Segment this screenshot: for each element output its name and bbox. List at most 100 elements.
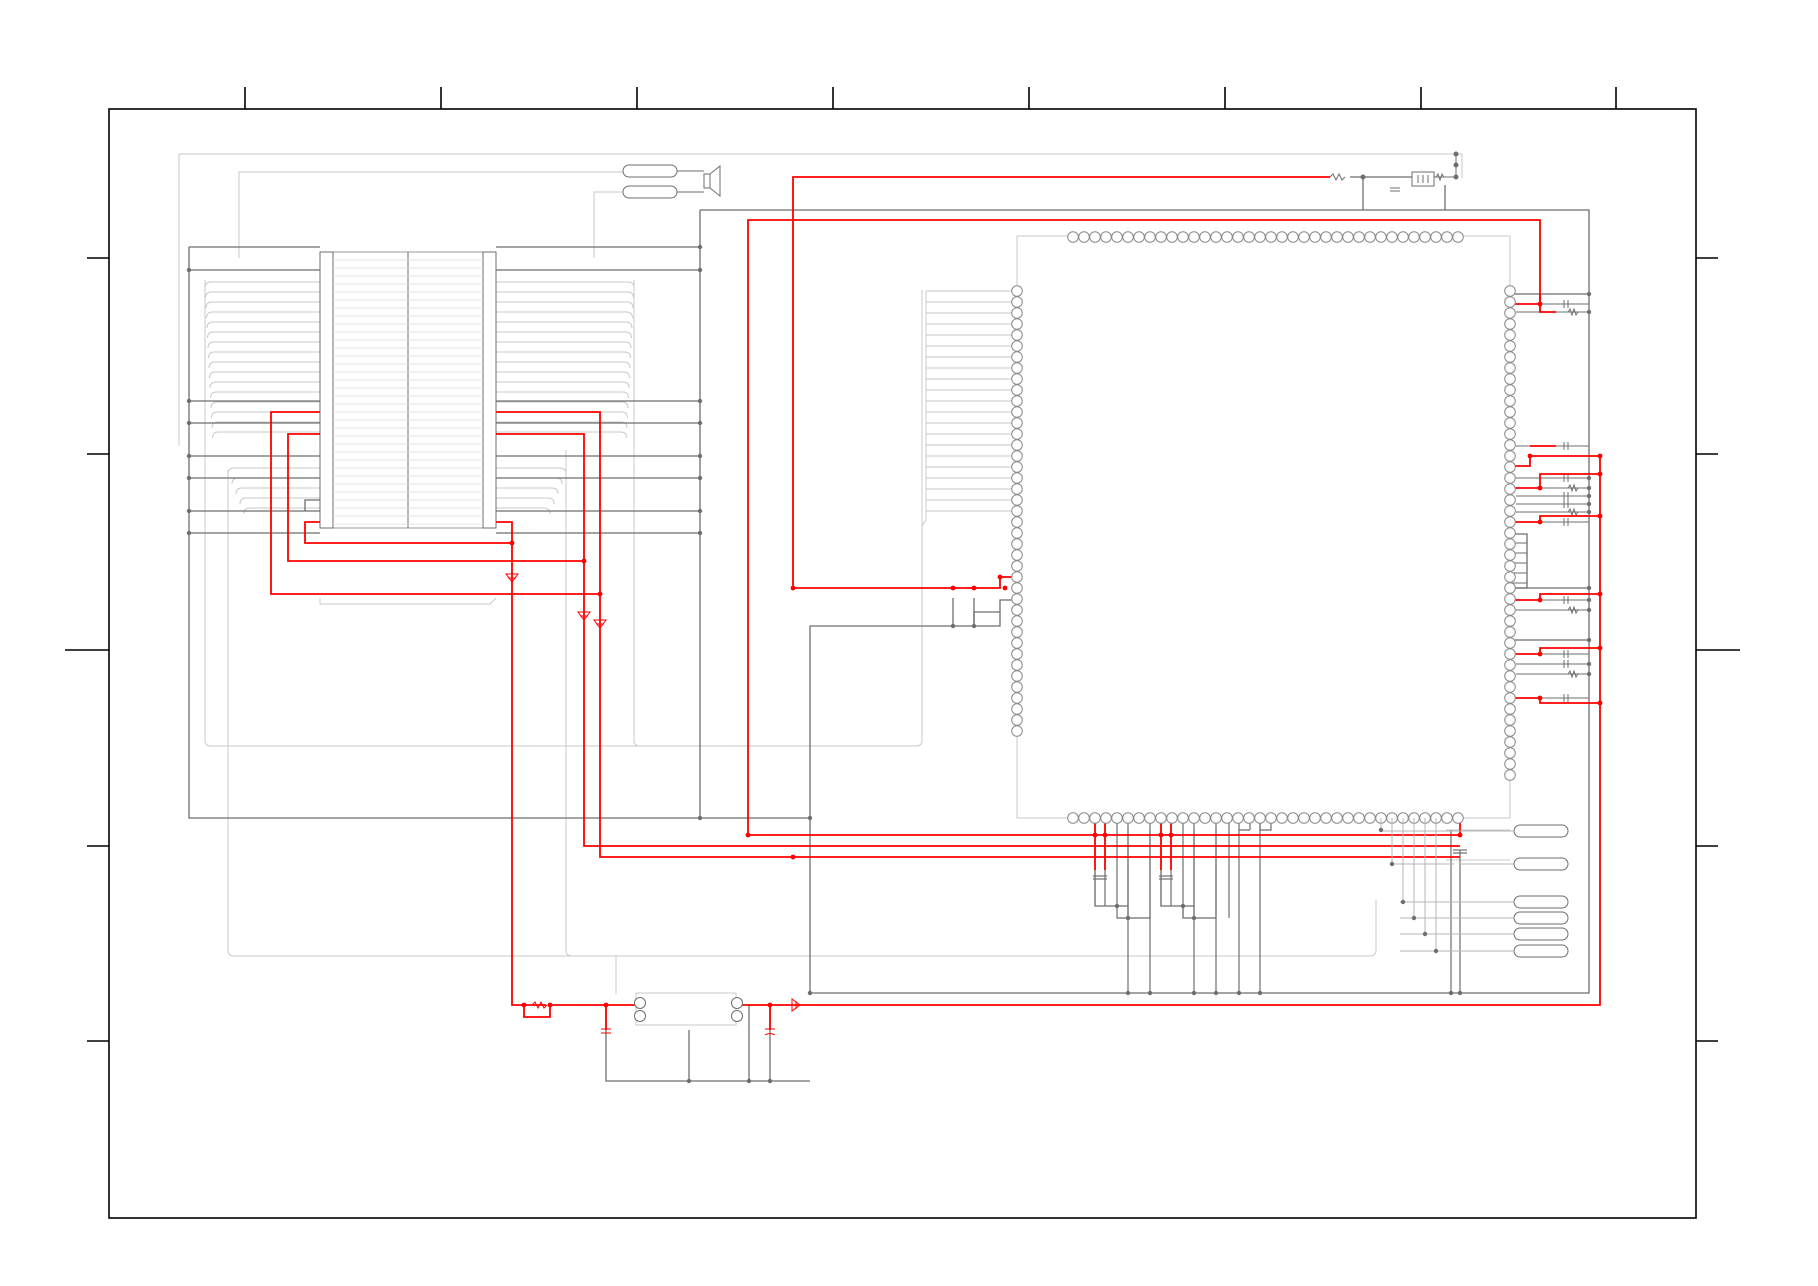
faint-wire-ic-outline-left [1016,236,1510,819]
pin-circle-icon [1011,406,1023,418]
junction-dot [950,623,956,629]
junction-dot [1400,899,1406,905]
harness-trace-left [205,291,320,299]
pin-circle-icon [1276,231,1288,243]
pin-circle-icon [1011,373,1023,385]
pin-circle-icon [1166,812,1178,824]
pin-circle-icon [1011,604,1023,616]
junction-dot [581,558,587,564]
junction-dot [1236,990,1242,996]
pin-circle-icon [1100,231,1112,243]
pin-circle-icon [1504,593,1516,605]
faint-bottom-bus [319,597,497,605]
jack-top [622,164,678,178]
junction-dot [1457,990,1463,996]
resistor-icon [1567,605,1579,615]
faint-wire-ic-outline-top [1017,235,1511,818]
red-net-right-1 [1510,455,1600,467]
red-net-ic-left [793,576,1017,589]
pin-circle-icon [1504,538,1516,550]
pin-circle-icon [1504,747,1516,759]
junction-dot [1586,661,1592,667]
pin-circle-icon [1011,428,1023,440]
pin-circle-icon [1067,231,1079,243]
junction-dot [1180,903,1186,909]
pin-circle-icon [1342,812,1354,824]
junction-dot [1537,651,1543,657]
harness-trace-lower-right [496,467,567,475]
pin-circle-icon [1504,285,1516,297]
red-net-top-2 [747,219,1541,835]
pin-circle-icon [1011,318,1023,330]
pin-circle-icon [1331,812,1343,824]
pin-circle-icon [1011,417,1023,429]
pin-circle-icon [1287,231,1299,243]
pin-circle-icon [1011,340,1023,352]
junction-dot [686,1078,692,1084]
pin-circle-icon [1504,516,1516,528]
faint-loop-large-right [633,280,641,747]
harness-trace-left [205,301,320,309]
pin-circle-icon [1504,318,1516,330]
junction-dot [971,585,977,591]
pin-circle-icon [1011,593,1023,605]
junction-dot [1125,915,1131,921]
pin-circle-icon [1011,549,1023,561]
harness-trace-right [496,431,627,439]
junction-dot [1597,453,1603,459]
capacitor-icon [601,1028,611,1034]
pin-circle-icon [1331,231,1343,243]
harness-trace-right [496,331,632,339]
fanout-spine [921,291,927,527]
pill-connector [1513,857,1569,871]
harness-trace-right [496,401,629,409]
faint-wiring [178,153,1511,1026]
red-net-drop-2 [583,561,1460,847]
pin-circle-icon [1441,231,1453,243]
faint-loop-large-left [204,280,923,747]
red-net-right-3 [1510,473,1600,489]
pin-circle-icon [1504,417,1516,429]
bottom-right-connectors [1513,824,1569,958]
pin-circle-icon [1011,571,1023,583]
junction-dot [1422,931,1428,937]
junction-dot [1586,671,1592,677]
pin-circle-icon [1232,812,1244,824]
junction-dot [1597,513,1603,519]
junction-dot [1114,903,1120,909]
harness-loops [204,281,635,515]
junction-dot [186,267,192,273]
pin-circle-icon [1504,637,1516,649]
pin-circle-icon [1011,615,1023,627]
resistor-icon [1567,507,1579,517]
harness-trace-right [496,371,630,379]
connector-left-rail [319,251,334,529]
junction-dot [521,1002,527,1008]
bottom-cap-return [1182,906,1216,919]
pin-circle-icon [1287,812,1299,824]
junction-dot [745,832,751,838]
pin-circle-icon [1111,812,1123,824]
pill-connector [1513,824,1569,838]
junction-dot [1158,832,1164,838]
pin-circle-icon [1011,703,1023,715]
speaker-icon [703,164,721,198]
pin-circle-icon [1177,231,1189,243]
pin-circle-icon [1452,812,1464,824]
pin-circle-icon [1298,231,1310,243]
harness-trace-lower-right [496,477,563,485]
ground-icon [505,566,519,583]
pin-circle-icon [1122,231,1134,243]
ic-right-parts [1510,300,1589,702]
pin-circle-icon [1011,329,1023,341]
regulator-passives [531,1000,776,1036]
pin-circle-icon [1078,231,1090,243]
harness-trace-left [209,371,320,379]
pin-circle-icon [1100,812,1112,824]
junction-dot [1537,695,1543,701]
ground-icon [577,604,591,621]
harness-trace-right [496,351,631,359]
junction-dot [1586,501,1592,507]
pin-circle-icon [1504,351,1516,363]
pin-circle-icon [1309,812,1321,824]
